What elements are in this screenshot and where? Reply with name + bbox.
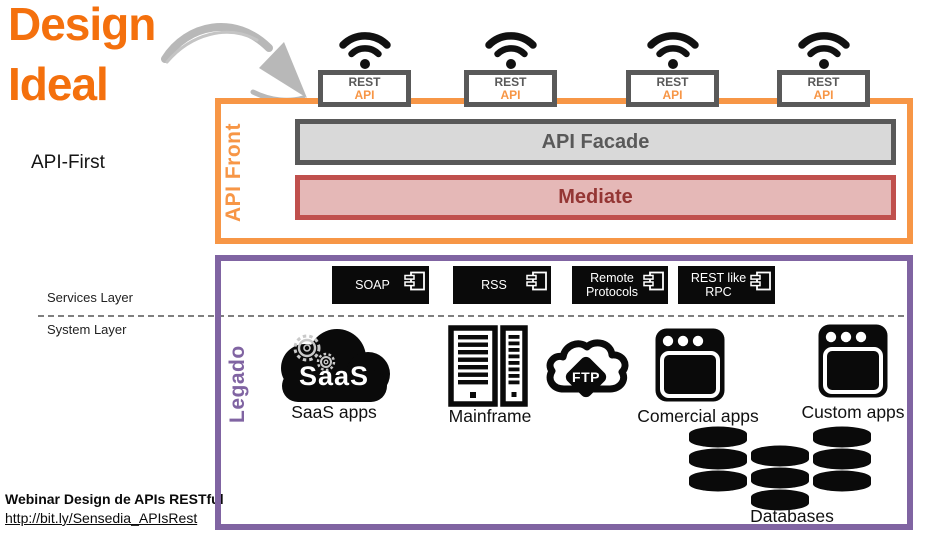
ftp-icon-text: FTP — [572, 369, 600, 385]
rest-api-box: REST API — [464, 70, 557, 107]
api-label: API — [662, 87, 683, 102]
saas-icon-text: SaaS — [298, 361, 370, 391]
api-facade-label: API Facade — [541, 130, 650, 153]
custom-apps-icon — [818, 324, 888, 398]
ftp-cloud-icon: FTP — [543, 332, 629, 408]
wifi-icon — [797, 32, 850, 69]
protocol-box-remote-protocols: Remote Protocols — [572, 266, 668, 304]
database-stack-left — [689, 426, 747, 492]
api-facade-bar: API Facade — [295, 119, 896, 165]
rest-api-box: REST API — [777, 70, 870, 107]
component-icon — [750, 271, 771, 291]
wifi-icon — [338, 32, 391, 69]
page-title-line2: Ideal — [8, 58, 109, 110]
rest-label: REST — [494, 74, 527, 89]
legado-container — [215, 255, 913, 530]
system-layer-label: System Layer — [47, 322, 127, 337]
page-title-line1: Design — [8, 0, 156, 50]
page-title: Design Ideal — [8, 0, 156, 114]
api-label: API — [813, 87, 834, 102]
protocol-box-soap: SOAP — [332, 266, 429, 304]
comercial-apps-icon — [655, 328, 725, 402]
wifi-icon — [646, 32, 699, 69]
mainframe-icon — [448, 325, 528, 407]
gear-icon — [293, 334, 336, 372]
custom-apps-label: Custom apps — [801, 402, 905, 422]
protocol-label: RSS — [481, 278, 507, 292]
api-front-label: API Front — [222, 123, 245, 223]
rest-api-box: REST API — [318, 70, 411, 107]
rest-label: REST — [656, 74, 689, 89]
api-label: API — [500, 87, 521, 102]
cloud-outline-shape — [546, 339, 629, 398]
component-icon — [404, 271, 425, 291]
wifi-icon — [484, 32, 537, 69]
protocol-label: Remote Protocols — [585, 271, 639, 299]
mainframe-label: Mainframe — [448, 406, 532, 426]
arrow-icon — [161, 23, 307, 103]
layer-divider — [38, 315, 904, 317]
rest-endpoint-4: REST API — [777, 26, 870, 107]
rest-label: REST — [348, 74, 381, 89]
protocol-label: REST like RPC — [690, 271, 747, 299]
protocol-box-rest-like-rpc: REST like RPC — [678, 266, 775, 304]
database-stack-right — [813, 426, 871, 492]
protocol-box-rss: RSS — [453, 266, 551, 304]
footer-link[interactable]: http://bit.ly/Sensedia_APIsRest — [5, 510, 198, 526]
rest-endpoint-2: REST API — [464, 26, 557, 107]
rest-endpoint-3: REST API — [626, 26, 719, 107]
rest-label: REST — [807, 74, 840, 89]
component-icon — [526, 271, 547, 291]
component-icon — [643, 271, 664, 291]
legado-label: Legado — [226, 345, 249, 423]
saas-apps-label: SaaS apps — [291, 402, 377, 422]
api-label: API — [354, 87, 375, 102]
saas-cloud-icon: SaaS — [271, 328, 397, 402]
cloud-shape — [281, 329, 390, 402]
services-layer-label: Services Layer — [47, 290, 133, 305]
mediate-bar: Mediate — [295, 175, 896, 220]
protocol-label: SOAP — [355, 278, 390, 292]
rest-endpoint-1: REST API — [318, 26, 411, 107]
footer-title: Webinar Design de APIs RESTful — [5, 491, 224, 507]
database-stack-middle — [751, 445, 809, 511]
databases-label: Databases — [750, 506, 834, 526]
subtitle: API-First — [31, 152, 105, 173]
rest-api-box: REST API — [626, 70, 719, 107]
mediate-label: Mediate — [558, 186, 633, 208]
comercial-apps-label: Comercial apps — [637, 406, 759, 426]
databases-icon — [689, 426, 871, 511]
api-front-container — [215, 98, 913, 244]
